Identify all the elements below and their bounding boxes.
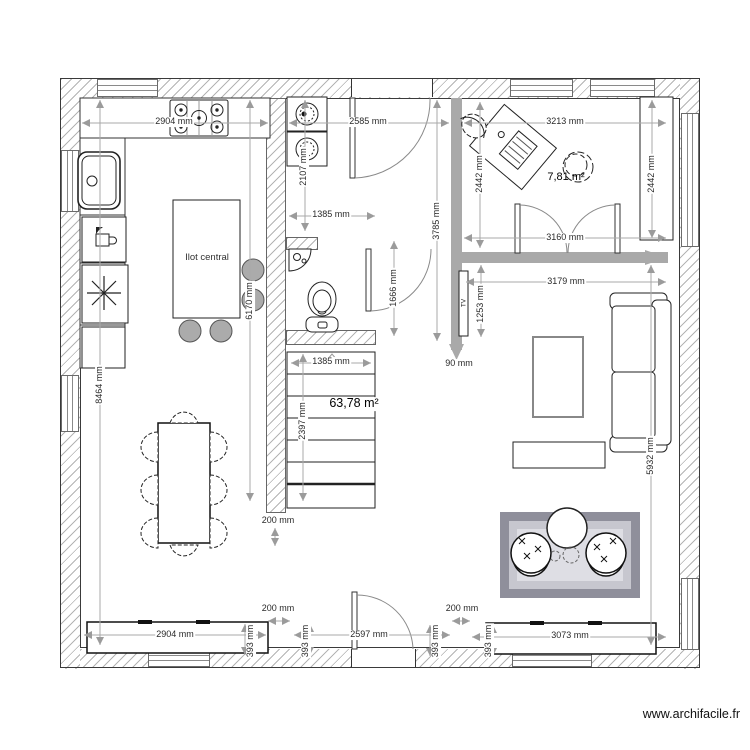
island-label: Ilot central	[185, 251, 229, 263]
coffee-table[interactable]	[532, 336, 584, 418]
gray-wall-office[interactable]	[449, 98, 668, 360]
dim-tv-gap: 90 mm	[444, 358, 474, 369]
partition-wall-kitchen[interactable]	[266, 98, 286, 513]
window-right-living[interactable]	[681, 578, 699, 650]
dim-stairs-width: 1385 mm	[311, 356, 351, 367]
wall-inner-edge	[80, 98, 680, 648]
armchair-right[interactable]	[585, 532, 627, 577]
window-left-dining[interactable]	[61, 375, 79, 432]
dim-office-bottom: 3160 mm	[545, 232, 585, 243]
bathroom-corner-sink[interactable]	[288, 248, 312, 272]
fridge[interactable]	[81, 264, 129, 324]
window-top-kitchen[interactable]	[97, 79, 158, 97]
window-right-office[interactable]	[681, 113, 699, 247]
wall-left[interactable]	[61, 79, 80, 669]
dining-table[interactable]	[157, 422, 211, 544]
dim-radiator-right-width: 3073 mm	[550, 630, 590, 641]
dim-door-bottom-width: 2597 mm	[349, 629, 389, 640]
dim-stairs-length: 2397 mm	[297, 401, 308, 441]
kitchen-island[interactable]	[172, 199, 241, 319]
dim-bathroom: 1666 mm	[388, 268, 399, 308]
toilet[interactable]	[305, 281, 339, 333]
kitchen-sink[interactable]	[77, 151, 121, 210]
dim-tv-wall: 1253 mm	[475, 284, 486, 324]
terrace-door[interactable]	[351, 591, 414, 650]
dim-stairs-gap: 200 mm	[260, 515, 296, 526]
dim-office-left: 2442 mm	[474, 154, 485, 194]
dining-chairs[interactable]	[140, 411, 228, 557]
window-left-kitchen[interactable]	[61, 150, 79, 212]
bathroom-door[interactable]	[365, 248, 432, 312]
dim-gap-left: 200 mm	[260, 603, 296, 614]
dim-office-top: 3213 mm	[545, 116, 585, 127]
laptop-icon	[504, 136, 533, 164]
dim-kitchen-passage: 1385 mm	[311, 209, 351, 220]
window-top-office-2[interactable]	[590, 79, 655, 97]
snowflake-icon	[87, 276, 121, 310]
dim-living-right: 5932 mm	[645, 436, 656, 476]
cushion-marks	[518, 537, 542, 560]
sofa[interactable]	[609, 292, 672, 453]
dim-kitchen-top: 2904 mm	[154, 116, 194, 127]
wall-outer-edge	[60, 78, 700, 668]
dim-kitchen-length: 6170 mm	[244, 281, 255, 321]
dim-radiator-left-depth: 393 mm	[245, 623, 256, 659]
tv-stand[interactable]	[512, 441, 606, 469]
cushion-marks	[593, 537, 617, 563]
visitor-chair[interactable]	[562, 151, 594, 183]
main-area-label: 63,78 m²	[328, 396, 380, 411]
dim-radiator-left-width: 2904 mm	[155, 629, 195, 640]
dim-radiator-right-depth: 393 mm	[483, 623, 494, 659]
dim-office-wall-left: 3785 mm	[431, 201, 442, 241]
dim-left-wall: 8464 mm	[94, 365, 105, 405]
door-opening-top	[351, 79, 433, 97]
archifacile-watermark: www.archifacile.fr	[642, 707, 740, 721]
dim-office-right: 2442 mm	[646, 154, 657, 194]
kitchen-cabinet[interactable]	[81, 326, 126, 369]
stove[interactable]	[169, 99, 229, 137]
office-double-door[interactable]	[514, 203, 621, 254]
office-area-label: 7,81 m²	[547, 170, 585, 183]
dishwasher[interactable]	[81, 216, 127, 263]
armchair-left[interactable]	[510, 532, 552, 577]
door-opening-bottom	[351, 649, 416, 667]
dim-laundry-column: 2107 mm	[298, 147, 309, 187]
tv-label: TV	[459, 298, 467, 308]
dim-door-left-depth: 393 mm	[300, 623, 311, 659]
tv[interactable]	[458, 270, 469, 337]
dim-hall-top: 2585 mm	[348, 116, 388, 127]
round-side-table[interactable]	[546, 507, 588, 564]
dim-living-top: 3179 mm	[546, 276, 586, 287]
dim-door-right-depth: 393 mm	[430, 623, 441, 659]
dim-gap-right: 200 mm	[444, 603, 480, 614]
kitchen-entry-door[interactable]	[349, 97, 431, 179]
window-top-office-1[interactable]	[510, 79, 573, 97]
